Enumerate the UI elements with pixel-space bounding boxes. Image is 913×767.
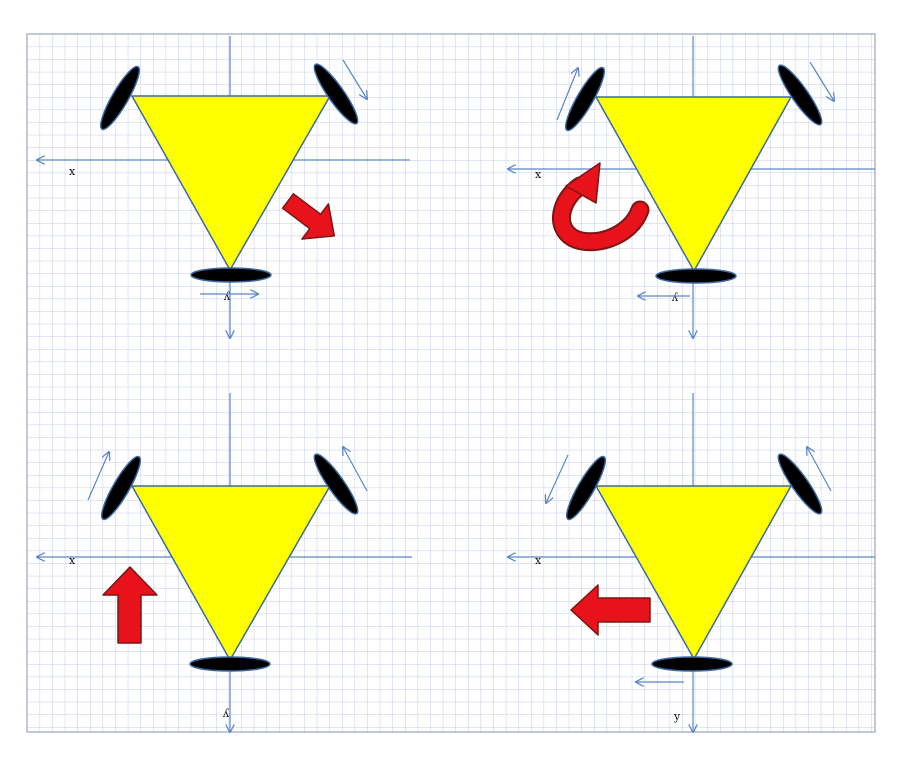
motion-rotate-arrow-icon [552, 162, 650, 252]
x-axis-label: x [69, 554, 76, 567]
y-axis-label: y [671, 292, 679, 305]
wheel-right-direction-arrow [807, 447, 832, 492]
panel-bottom-left: x y [37, 393, 412, 732]
frame-border [26, 33, 876, 733]
robot-triangle-body [130, 485, 332, 662]
x-axis-label: x [69, 165, 76, 178]
panel-top-right: x y [508, 36, 875, 338]
wheel-right [313, 63, 359, 125]
y-axis-label: y [222, 708, 230, 721]
wheel-right-direction-arrow [342, 59, 367, 99]
wheel-bottom [190, 267, 272, 283]
wheel-right-direction-arrow [343, 447, 368, 492]
wheel-left-direction-arrow [556, 68, 578, 121]
wheel-left-direction-arrow [546, 454, 569, 503]
panel-top-left: x y [37, 36, 410, 338]
wheel-right [777, 64, 823, 126]
wheel-left [565, 455, 607, 521]
wheel-left-direction-arrow [87, 452, 109, 501]
wheel-right [313, 453, 359, 515]
wheel-bottom [655, 268, 737, 284]
robot-triangle-body [594, 96, 793, 273]
motion-left-arrow-icon [570, 584, 651, 636]
y-axis-label: y [673, 710, 681, 723]
robot-triangle-body [594, 485, 793, 661]
wheel-left [100, 455, 142, 521]
y-axis-label: y [223, 291, 231, 304]
robot-triangle-body [130, 95, 332, 272]
wheel-bottom [651, 656, 733, 672]
wheel-bottom [189, 656, 271, 672]
wheel-left [99, 65, 141, 131]
x-axis-label: x [535, 554, 542, 567]
wheel-right [777, 453, 823, 515]
x-axis-label: x [535, 168, 542, 181]
motion-diagonal-arrow-icon [281, 193, 336, 240]
wheel-left [564, 66, 606, 132]
wheel-right-direction-arrow [809, 61, 834, 101]
panel-bottom-right: x y [508, 393, 875, 732]
motion-up-arrow-icon [102, 566, 158, 644]
